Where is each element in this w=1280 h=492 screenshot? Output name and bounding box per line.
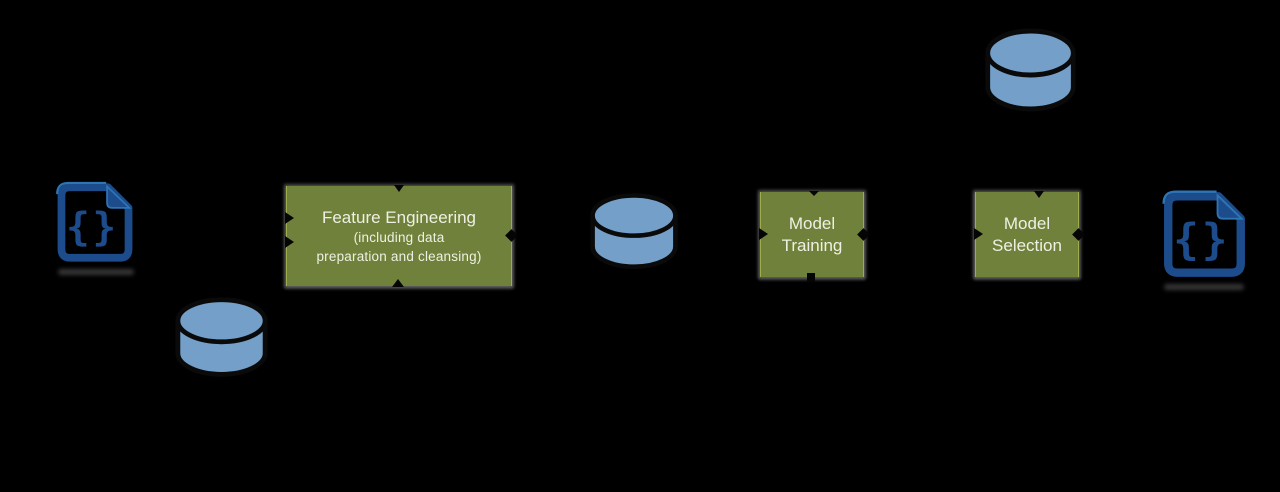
arrowhead-icon xyxy=(759,228,768,240)
document-outline xyxy=(57,183,133,262)
arrowhead-icon xyxy=(285,212,294,224)
document-highlight-edge xyxy=(1162,190,1217,204)
connector-stub-icon xyxy=(807,273,815,282)
arrowhead-icon xyxy=(974,228,983,240)
model-training-label-line2: Training xyxy=(781,235,843,255)
icon-label-shadow xyxy=(1164,284,1244,290)
cylinder-lid xyxy=(175,297,268,345)
model-training-label-line1: Model xyxy=(788,213,836,233)
connector-stub-icon xyxy=(1072,228,1085,241)
cylinder-lid xyxy=(590,193,678,238)
model-selection-label-line2: Selection xyxy=(992,235,1062,255)
feature-engineering-box: Feature Engineering (including data prep… xyxy=(285,185,518,287)
arrowhead-icon xyxy=(809,191,819,196)
folded-corner xyxy=(1216,193,1245,220)
arrowhead-icon xyxy=(394,185,404,192)
arrowhead-icon xyxy=(392,279,404,287)
model-selection-label-line1: Model xyxy=(1003,213,1051,233)
model-selection-box: Model Selection xyxy=(974,191,1085,277)
folded-corner xyxy=(106,184,132,209)
arrowhead-icon xyxy=(285,236,294,248)
connector-stub-icon xyxy=(857,228,870,241)
braces-glyph: {} xyxy=(66,205,119,251)
database-icon xyxy=(175,297,268,377)
arrowhead-icon xyxy=(1034,191,1044,198)
feature-engineering-subtitle-line1: (including data xyxy=(353,229,445,245)
document-highlight-edge xyxy=(56,181,107,195)
braces-glyph: {} xyxy=(1173,215,1230,265)
cylinder-lid xyxy=(985,28,1076,78)
icon-label-shadow xyxy=(58,269,134,275)
model-training-box: Model Training xyxy=(759,191,870,282)
database-icon xyxy=(985,28,1076,112)
database-icon xyxy=(590,193,678,269)
document-outline xyxy=(1164,192,1245,277)
feature-engineering-title: Feature Engineering xyxy=(321,207,477,227)
feature-engineering-subtitle-line2: preparation and cleansing) xyxy=(316,248,482,264)
connector-stub-icon xyxy=(505,229,518,242)
json-file-icon: {} xyxy=(1162,190,1245,277)
json-file-icon: {} xyxy=(56,181,133,262)
